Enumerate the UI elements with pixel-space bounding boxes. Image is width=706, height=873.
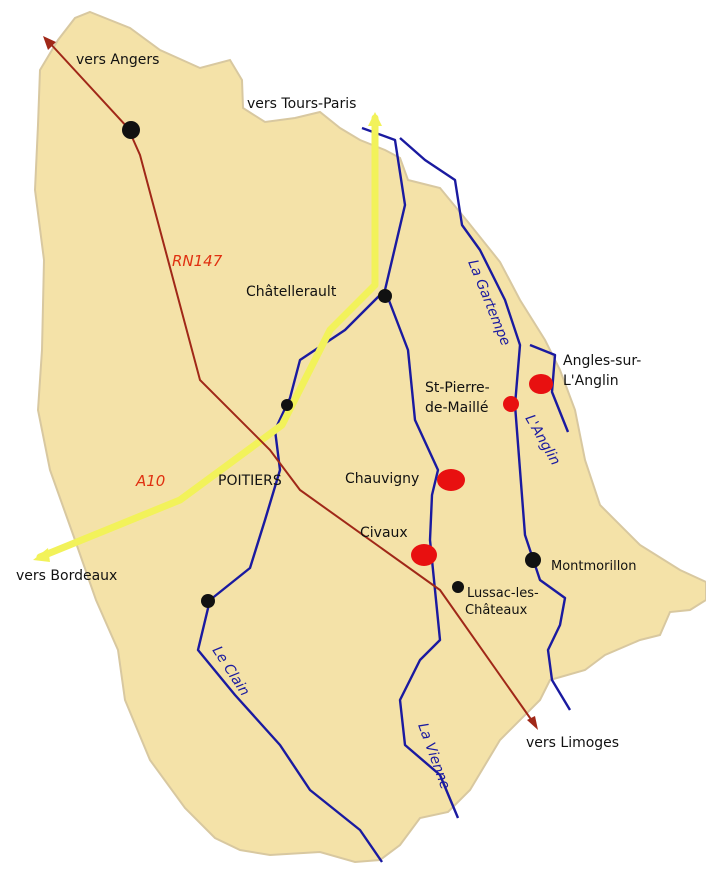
city-dot-north-poitiers [281,399,293,411]
label-vers-tours-paris: vers Tours-Paris [247,96,356,112]
label-poitiers: POITIERS [218,473,282,489]
site-dot-civaux [411,544,437,566]
label-lussac-2: Châteaux [465,603,528,618]
river-clain [196,289,386,863]
label-lussac-1: Lussac-les- [467,586,539,601]
label-chatellerault: Châtellerault [246,284,337,300]
label-vers-bordeaux: vers Bordeaux [16,568,117,584]
label-a10: A10 [135,472,165,490]
arrowhead-bordeaux [33,548,50,562]
city-dot-lussac [452,581,464,593]
arrowhead-limoges [527,716,538,730]
site-dot-st-pierre [503,396,519,412]
rivers [196,126,572,863]
cities [122,121,541,608]
label-vers-limoges: vers Limoges [526,735,619,751]
arrowhead-tours-paris [368,112,382,126]
label-montmorillon: Montmorillon [551,559,637,574]
city-dot-rn147-north [122,121,140,139]
site-dot-angles [529,374,553,394]
label-angles-2: L'Anglin [563,373,619,389]
label-angles-1: Angles-sur- [563,353,641,369]
sites [411,374,553,566]
label-st-pierre-2: de-Maillé [425,400,489,416]
river-gartempe [399,137,572,711]
river-vienne [361,126,460,819]
label-chauvigny: Chauvigny [345,471,419,487]
label-civaux: Civaux [360,525,408,541]
city-dot-montmorillon [525,552,541,568]
site-dot-chauvigny [437,469,465,491]
label-vers-angers: vers Angers [76,52,159,68]
label-st-pierre-1: St-Pierre- [425,380,490,396]
arrowhead-angers [43,36,56,50]
river-anglin [529,343,570,433]
label-rn147: RN147 [172,252,223,270]
road-a10 [36,114,379,561]
city-dot-clain [201,594,215,608]
department-land [33,10,706,864]
city-dot-chatellerault [378,289,392,303]
